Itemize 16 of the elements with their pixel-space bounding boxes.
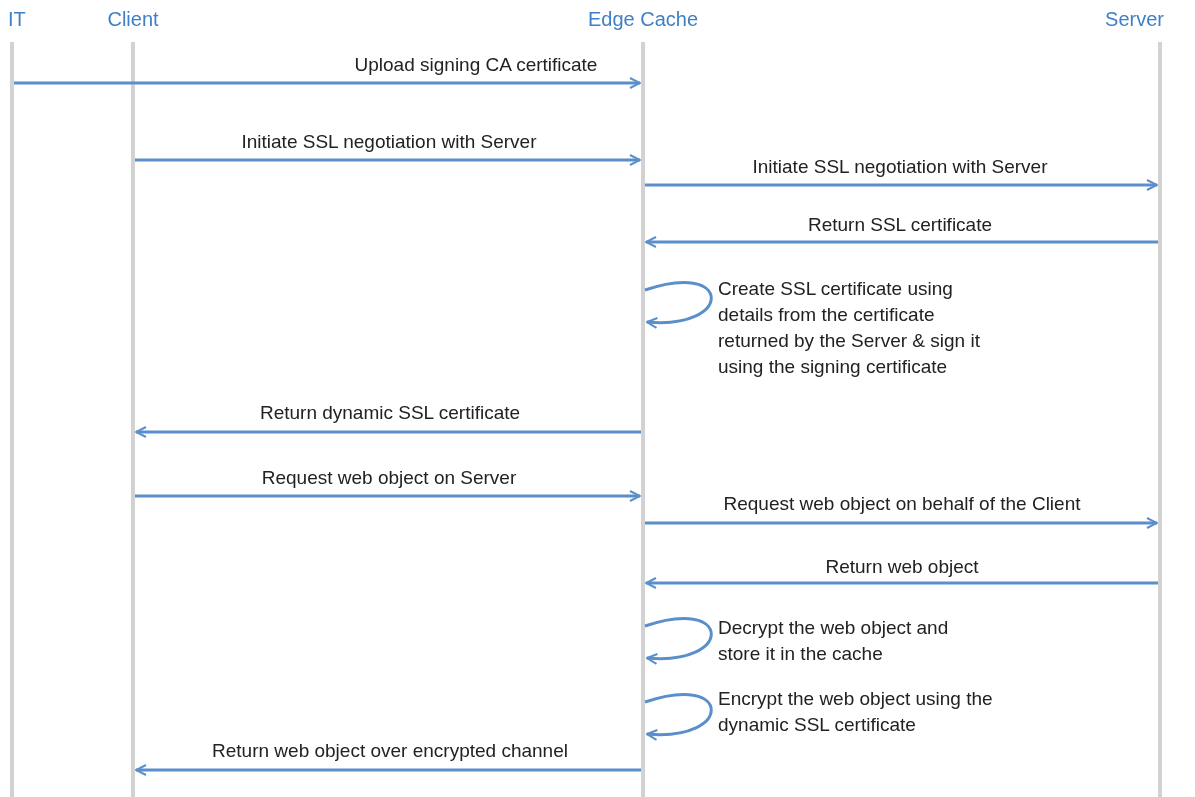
message-arrow bbox=[135, 426, 641, 438]
message-arrow bbox=[14, 77, 641, 89]
lifeline-label: Client bbox=[107, 8, 159, 31]
message-arrow bbox=[135, 490, 641, 502]
message-arrow bbox=[645, 577, 1158, 589]
lifeline-label: Server bbox=[1105, 8, 1164, 31]
message-arrow bbox=[135, 764, 641, 776]
message-arrow bbox=[645, 517, 1158, 529]
lifeline-label: Edge Cache bbox=[587, 8, 699, 31]
message-arrow bbox=[135, 154, 641, 166]
lifeline-label: IT bbox=[8, 8, 26, 31]
message-arrow bbox=[645, 236, 1158, 248]
message-arrow bbox=[645, 179, 1158, 191]
self-loop-arrow bbox=[644, 281, 713, 329]
self-loop-arrow bbox=[644, 617, 713, 665]
self-loop-arrow bbox=[644, 693, 713, 741]
